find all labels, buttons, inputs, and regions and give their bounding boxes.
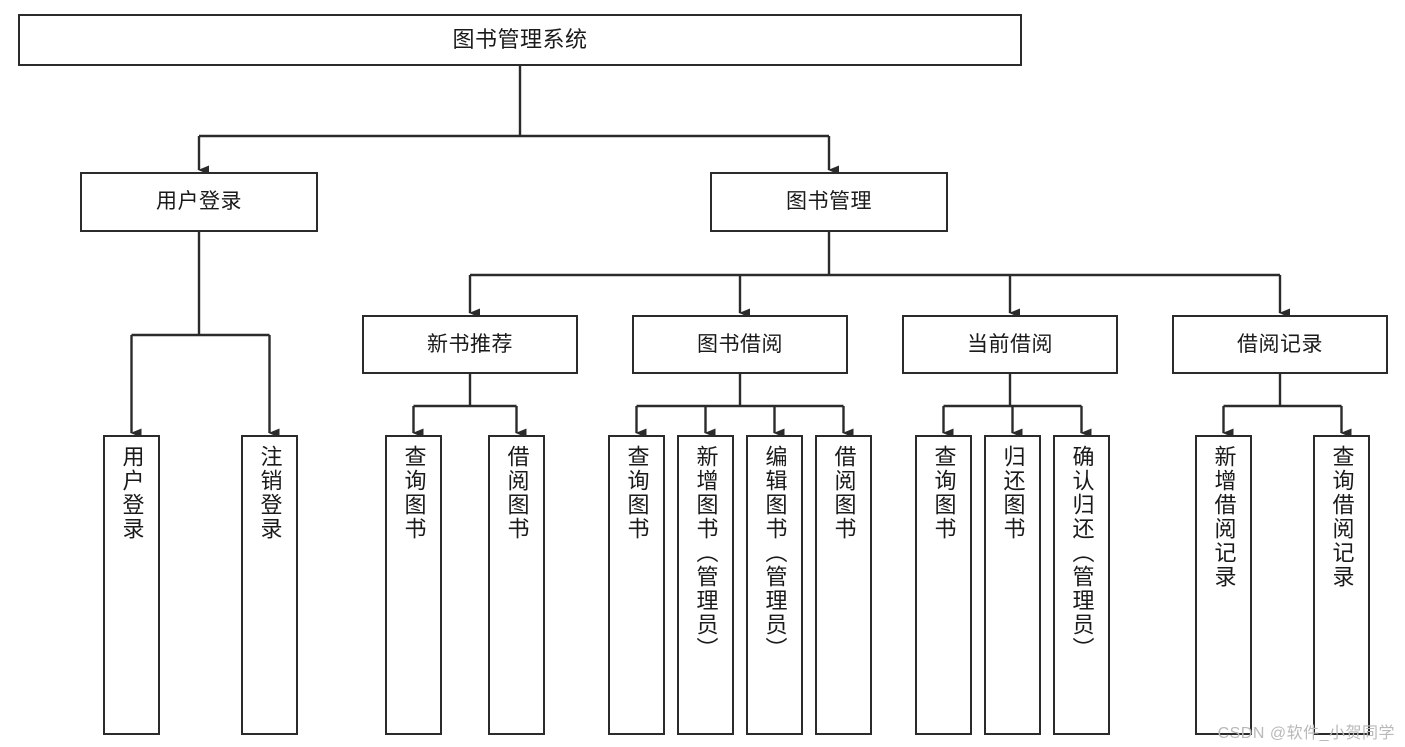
leaf-current-query-book[interactable]: 查询图书 bbox=[915, 435, 972, 735]
leaf-new-book-borrow[interactable]: 借阅图书 bbox=[488, 435, 545, 735]
node-current-borrow-label: 当前借阅 bbox=[967, 332, 1053, 356]
leaf-user-login[interactable]: 用户登录 bbox=[103, 435, 160, 735]
node-user-login[interactable]: 用户登录 bbox=[80, 172, 318, 232]
node-borrow-record-label: 借阅记录 bbox=[1237, 332, 1323, 356]
leaf-borrow-borrow-book[interactable]: 借阅图书 bbox=[815, 435, 872, 735]
leaf-current-query-book-label: 查询图书 bbox=[931, 445, 957, 541]
node-book-borrow-label: 图书借阅 bbox=[697, 332, 783, 356]
leaf-user-logout[interactable]: 注销登录 bbox=[241, 435, 298, 735]
leaf-current-confirm-return[interactable]: 确认归还（管理员） bbox=[1053, 435, 1110, 735]
node-book-borrow[interactable]: 图书借阅 bbox=[632, 315, 848, 374]
leaf-new-book-query[interactable]: 查询图书 bbox=[385, 435, 442, 735]
node-book-manage[interactable]: 图书管理 bbox=[710, 172, 948, 232]
leaf-record-add[interactable]: 新增借阅记录 bbox=[1195, 435, 1252, 735]
node-new-book-recommend-label: 新书推荐 bbox=[427, 332, 513, 356]
leaf-borrow-borrow-book-label: 借阅图书 bbox=[831, 445, 857, 541]
leaf-new-book-query-label: 查询图书 bbox=[401, 445, 427, 541]
node-current-borrow[interactable]: 当前借阅 bbox=[902, 315, 1118, 374]
node-root[interactable]: 图书管理系统 bbox=[18, 14, 1022, 66]
leaf-borrow-edit-book[interactable]: 编辑图书（管理员） bbox=[746, 435, 803, 735]
node-user-login-label: 用户登录 bbox=[156, 190, 242, 214]
leaf-current-return-book[interactable]: 归还图书 bbox=[984, 435, 1041, 735]
leaf-record-add-label: 新增借阅记录 bbox=[1211, 445, 1237, 589]
leaf-borrow-query-book[interactable]: 查询图书 bbox=[608, 435, 665, 735]
node-borrow-record[interactable]: 借阅记录 bbox=[1172, 315, 1388, 374]
leaf-borrow-edit-book-label: 编辑图书（管理员） bbox=[762, 445, 788, 661]
node-book-manage-label: 图书管理 bbox=[786, 190, 872, 214]
node-root-label: 图书管理系统 bbox=[452, 26, 588, 52]
leaf-user-login-label: 用户登录 bbox=[119, 445, 145, 541]
node-new-book-recommend[interactable]: 新书推荐 bbox=[362, 315, 578, 374]
leaf-new-book-borrow-label: 借阅图书 bbox=[504, 445, 530, 541]
leaf-borrow-query-book-label: 查询图书 bbox=[624, 445, 650, 541]
leaf-record-query[interactable]: 查询借阅记录 bbox=[1313, 435, 1370, 735]
leaf-borrow-add-book[interactable]: 新增图书（管理员） bbox=[677, 435, 734, 735]
leaf-current-confirm-return-label: 确认归还（管理员） bbox=[1069, 445, 1095, 661]
csdn-watermark: CSDN @软件_小贺同学 bbox=[1217, 725, 1395, 742]
leaf-record-query-label: 查询借阅记录 bbox=[1329, 445, 1355, 589]
leaf-user-logout-label: 注销登录 bbox=[257, 445, 283, 541]
leaf-borrow-add-book-label: 新增图书（管理员） bbox=[693, 445, 719, 661]
leaf-current-return-book-label: 归还图书 bbox=[1000, 445, 1026, 541]
